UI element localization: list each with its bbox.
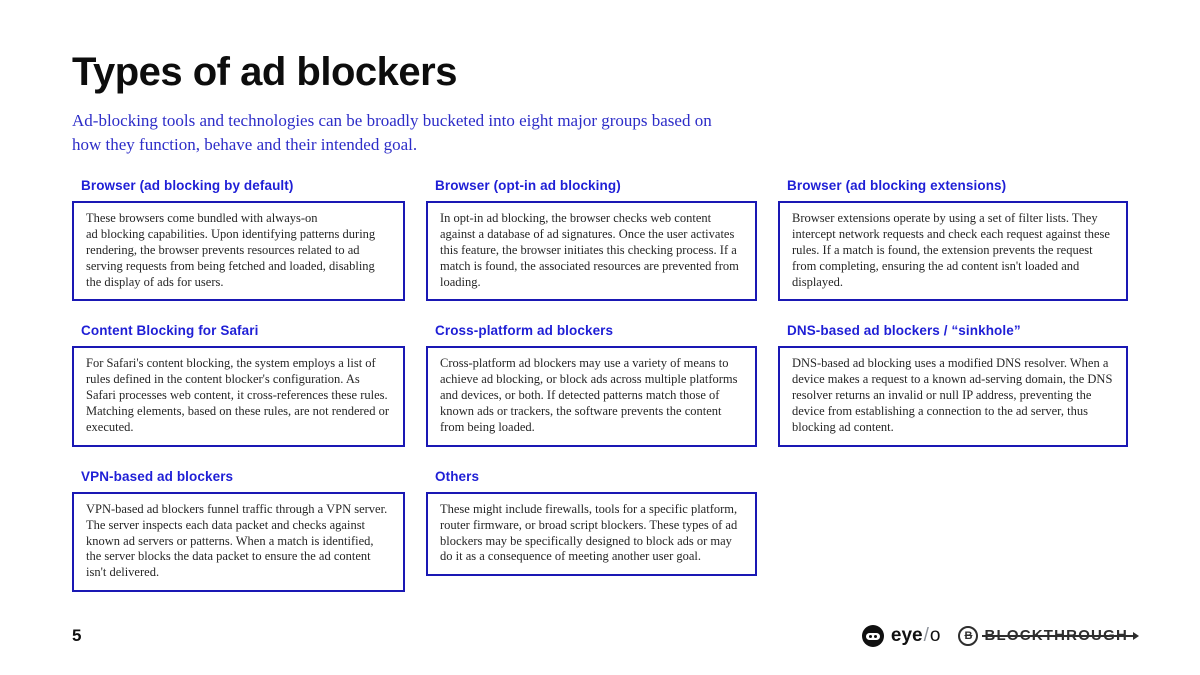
blockthrough-b-icon: B	[958, 626, 979, 646]
eyeo-face-icon	[861, 625, 884, 647]
strikethrough-arrow-icon	[982, 632, 1139, 640]
card-title: Browser (opt-in ad blocking)	[435, 178, 621, 194]
card-box: DNS-based ad blocking uses a modified DN…	[778, 346, 1128, 447]
eyeo-logo: eye / o	[861, 625, 941, 647]
footer: 5 eye / o B BLOCKTHROUGH	[72, 620, 1139, 652]
eyeo-eye-dot	[868, 634, 872, 638]
page-subtitle: Ad-blocking tools and technologies can b…	[72, 110, 712, 154]
card-box: Cross-platform ad blockers may use a var…	[426, 346, 757, 447]
card-title: Content Blocking for Safari	[81, 323, 259, 339]
card-box: In opt-in ad blocking, the browser check…	[426, 201, 757, 302]
card-browser-default: Browser (ad blocking by default) These b…	[72, 178, 405, 302]
card-others: Others These might include firewalls, to…	[426, 469, 757, 577]
card-body: VPN-based ad blockers funnel traffic thr…	[86, 501, 388, 580]
eyeo-eye-dot	[874, 634, 878, 638]
card-browser-extensions: Browser (ad blocking extensions) Browser…	[778, 178, 1128, 302]
card-box: These browsers come bundled with always-…	[72, 201, 405, 302]
eyeo-text-o: o	[929, 625, 941, 646]
page-number: 5	[72, 626, 82, 645]
footer-logos: eye / o B BLOCKTHROUGH	[861, 625, 1139, 647]
card-title: Others	[435, 468, 480, 484]
card-body: In opt-in ad blocking, the browser check…	[440, 211, 739, 289]
eyeo-eyes	[865, 632, 880, 640]
eyeo-wordmark: eye / o	[891, 625, 941, 647]
card-body: For Safari's content blocking, the syste…	[86, 356, 390, 434]
card-title: VPN-based ad blockers	[81, 468, 234, 484]
card-browser-opt-in: Browser (opt-in ad blocking) In opt-in a…	[426, 178, 757, 302]
card-box: For Safari's content blocking, the syste…	[72, 346, 405, 447]
card-body: These might include firewalls, tools for…	[440, 501, 738, 564]
card-vpn: VPN-based ad blockers VPN-based ad block…	[72, 468, 405, 593]
card-title: DNS-based ad blockers / “sinkhole”	[787, 323, 1021, 339]
blockthrough-wordmark: BLOCKTHROUGH	[982, 627, 1139, 645]
card-body: These browsers come bundled with always-…	[86, 211, 376, 289]
card-safari-content-blocking: Content Blocking for Safari For Safari's…	[72, 323, 405, 447]
card-box: Browser extensions operate by using a se…	[778, 201, 1128, 302]
card-box: These might include firewalls, tools for…	[426, 491, 757, 577]
page-title: Types of ad blockers	[72, 50, 457, 94]
card-dns-sinkhole: DNS-based ad blockers / “sinkhole” DNS-b…	[778, 323, 1128, 447]
card-body: Cross-platform ad blockers may use a var…	[440, 356, 738, 434]
eyeo-text-eye: eye	[890, 625, 923, 646]
card-body: Browser extensions operate by using a se…	[792, 211, 1110, 289]
card-title: Browser (ad blocking by default)	[81, 178, 294, 194]
card-cross-platform: Cross-platform ad blockers Cross-platfor…	[426, 323, 757, 447]
card-body: DNS-based ad blocking uses a modified DN…	[792, 356, 1113, 434]
cards-grid: Browser (ad blocking by default) These b…	[72, 178, 1128, 593]
card-title: Browser (ad blocking extensions)	[787, 178, 1007, 194]
blockthrough-logo: B BLOCKTHROUGH	[958, 626, 1139, 646]
card-title: Cross-platform ad blockers	[435, 323, 614, 339]
card-box: VPN-based ad blockers funnel traffic thr…	[72, 491, 405, 593]
eyeo-text-slash: /	[923, 625, 929, 646]
